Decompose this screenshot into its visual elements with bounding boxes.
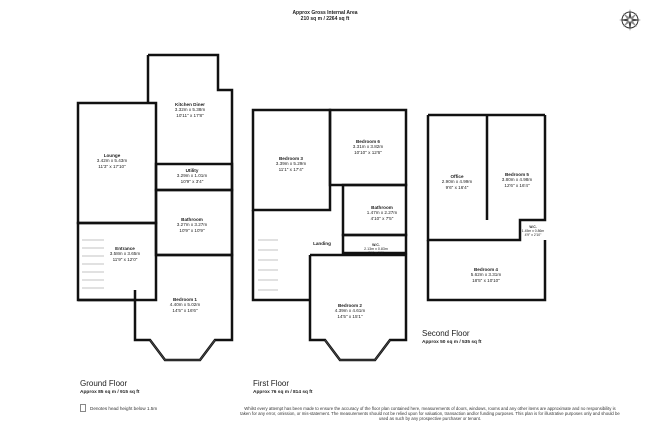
room-bedroom-3: Bedroom 3 3.39m x 5.29m 11'1" x 17'4" <box>276 156 306 172</box>
room-name: Bathroom <box>181 217 203 222</box>
room-metric: 5.62m x 3.31m <box>470 272 502 278</box>
room-imperial: 11'9" x 12'0" <box>112 256 138 262</box>
room-name: Bedroom 2 <box>337 303 362 308</box>
room-utility: Utility 3.29m x 1.01m 10'9" x 3'4" <box>177 168 207 184</box>
room-bedroom-6: Bedroom 6 3.31m x 3.82m 10'10" x 12'6" <box>353 139 383 155</box>
room-imperial: 14'5" x 16'6" <box>172 307 198 313</box>
gross-area-value: 210 sq m / 2264 sq ft <box>300 16 350 22</box>
room-imperial: 10'9" x 10'9" <box>179 227 205 233</box>
room-name: Landing <box>313 241 331 246</box>
compass-rose-icon <box>619 9 641 31</box>
gross-area-header: Approx Gross Internal Area 210 sq m / 22… <box>0 10 650 22</box>
head-height-swatch-icon <box>80 404 86 412</box>
room-bathroom-first: Bathroom 1.47m x 2.27m 4'10" x 7'5" <box>367 205 397 221</box>
floor-area-first: Approx 76 sq m / 814 sq ft <box>253 390 313 395</box>
room-metric: 3.39m x 5.29m <box>275 161 307 167</box>
room-imperial: 12'6" x 16'4" <box>504 182 530 188</box>
floor-label-ground: Ground Floor <box>80 379 128 388</box>
room-metric: 2.13m x 0.83m <box>364 247 388 252</box>
room-imperial: 4'9" x 2'10" <box>524 233 542 237</box>
room-entrance: Entrance 3.58m x 3.65m 11'9" x 12'0" <box>110 246 140 262</box>
room-name: W.C. <box>529 225 537 229</box>
room-wc-second: W.C. 1.45m x 0.86m 4'9" x 2'10" <box>522 225 544 237</box>
room-imperial: 4'10" x 7'5" <box>370 215 394 221</box>
room-kitchen-diner: Kitchen Diner 3.32m x 5.38m 10'11" x 17'… <box>175 102 205 118</box>
room-imperial: 10'11" x 17'8" <box>176 112 204 118</box>
room-metric: 3.32m x 5.38m <box>174 107 206 113</box>
room-metric: 1.47m x 2.27m <box>366 210 398 216</box>
room-metric: 1.45m x 0.86m <box>521 229 545 233</box>
room-imperial: 10'10" x 12'6" <box>354 149 382 155</box>
floor-label-first: First Floor <box>253 379 289 388</box>
legend: Denotes head height below 1.5m <box>80 404 157 412</box>
floor-area-ground: Approx 85 sq m / 915 sq ft <box>80 390 140 395</box>
room-imperial: 11'1" x 17'4" <box>278 166 304 172</box>
room-metric: 3.80m x 4.98m <box>501 177 533 183</box>
room-name: W.C. <box>372 243 380 247</box>
floor-area-second: Approx 50 sq m / 535 sq ft <box>422 340 482 345</box>
room-landing: Landing <box>313 241 331 246</box>
room-metric: 4.40m x 5.02m <box>169 302 201 308</box>
gross-area-title: Approx Gross Internal Area <box>292 10 358 16</box>
room-imperial: 18'5" x 10'10" <box>472 277 500 283</box>
room-name: Utility <box>185 168 199 173</box>
room-wc-first: W.C. 2.13m x 0.83m 7'0" x 2'9" <box>364 243 388 256</box>
room-bathroom-ground: Bathroom 3.27m x 3.27m 10'9" x 10'9" <box>177 217 207 233</box>
room-bedroom-2: Bedroom 2 4.39m x 4.61m 14'5" x 15'1" <box>335 303 365 319</box>
room-name: Entrance <box>115 246 135 251</box>
room-name: Bedroom 1 <box>172 297 197 302</box>
legend-label: Denotes head height below 1.5m <box>90 405 158 411</box>
room-name: Bedroom 5 <box>504 172 529 177</box>
room-name: Bedroom 4 <box>473 267 498 272</box>
room-name: Lounge <box>103 153 121 158</box>
room-imperial: 10'9" x 3'4" <box>180 178 204 184</box>
room-bedroom-5: Bedroom 5 3.80m x 4.98m 12'6" x 16'4" <box>502 172 532 188</box>
room-metric: 4.39m x 4.61m <box>334 308 366 314</box>
room-lounge: Lounge 3.42m x 5.43m 11'3" x 17'10" <box>97 153 127 169</box>
room-metric: 3.29m x 1.01m <box>176 173 208 179</box>
room-imperial: 9'6" x 16'4" <box>445 184 469 190</box>
room-imperial: 11'3" x 17'10" <box>98 163 126 169</box>
floor-label-second: Second Floor <box>422 329 470 338</box>
room-metric: 3.31m x 3.82m <box>352 144 384 150</box>
room-imperial: 14'5" x 15'1" <box>337 313 363 319</box>
room-name: Bedroom 6 <box>355 139 380 144</box>
room-imperial: 7'0" x 2'9" <box>368 251 384 256</box>
room-office: Office 2.90m x 4.99m 9'6" x 16'4" <box>442 174 472 190</box>
disclaimer-text: Whilst every attempt has been made to en… <box>240 406 620 422</box>
room-metric: 3.42m x 5.43m <box>96 158 128 164</box>
room-name: Kitchen Diner <box>175 102 205 107</box>
room-name: Bathroom <box>371 205 393 210</box>
room-metric: 3.58m x 3.65m <box>109 251 141 257</box>
room-metric: 3.27m x 3.27m <box>176 222 208 228</box>
room-bedroom-4: Bedroom 4 5.62m x 3.31m 18'5" x 10'10" <box>471 267 501 283</box>
room-name: Bedroom 3 <box>278 156 303 161</box>
room-bedroom-1: Bedroom 1 4.40m x 5.02m 14'5" x 16'6" <box>170 297 200 313</box>
room-metric: 2.90m x 4.99m <box>441 179 473 185</box>
room-name: Office <box>450 174 464 179</box>
